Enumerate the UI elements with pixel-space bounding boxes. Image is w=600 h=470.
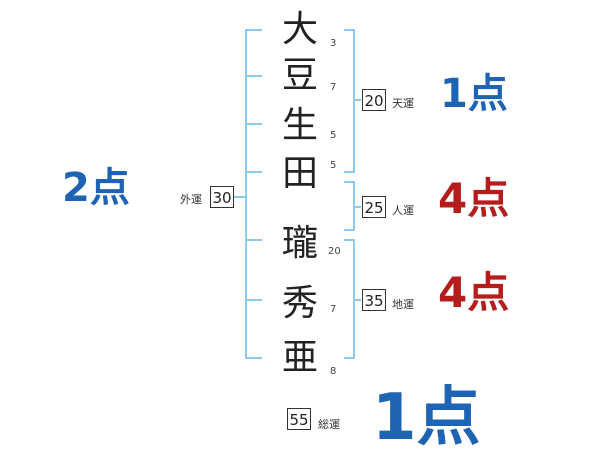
person-bracket xyxy=(344,181,355,231)
name-char-5: 瓏 xyxy=(281,223,318,264)
stroke-count-4: 5 xyxy=(330,160,337,171)
name-char-2: 豆 xyxy=(281,55,318,96)
tenun-score: 1点 xyxy=(440,71,508,117)
chiun-value-box: 35 xyxy=(362,289,386,311)
tenun-value-box: 20 xyxy=(362,89,386,111)
chiun-score: 4点 xyxy=(438,268,510,317)
jinun-score: 4点 xyxy=(438,174,510,223)
souun-score: 1点 xyxy=(372,381,481,455)
stroke-count-7: 8 xyxy=(330,366,337,377)
name-char-1: 大 xyxy=(281,9,318,50)
earth-bracket xyxy=(344,239,355,359)
name-char-3: 生 xyxy=(281,105,318,146)
tenun-label: 天運 xyxy=(392,97,414,110)
stroke-count-3: 5 xyxy=(330,130,337,141)
chiun-label: 地運 xyxy=(392,298,414,311)
stroke-count-6: 7 xyxy=(330,304,337,315)
stroke-count-2: 7 xyxy=(330,82,337,93)
name-char-4: 田 xyxy=(281,153,318,194)
jinun-value-box: 25 xyxy=(362,196,386,218)
name-char-7: 亜 xyxy=(281,337,318,378)
heaven-bracket xyxy=(344,29,355,173)
gaiun-score: 2点 xyxy=(62,165,130,211)
stroke-count-5: 20 xyxy=(328,246,341,257)
gaiun-label: 外運 xyxy=(180,193,202,206)
outer-bracket xyxy=(245,29,262,359)
stroke-count-1: 3 xyxy=(330,38,337,49)
name-char-6: 秀 xyxy=(281,283,318,324)
souun-value-box: 55 xyxy=(287,408,311,430)
gaiun-value-box: 30 xyxy=(210,186,234,208)
jinun-label: 人運 xyxy=(392,204,414,217)
souun-label: 総運 xyxy=(318,418,340,431)
